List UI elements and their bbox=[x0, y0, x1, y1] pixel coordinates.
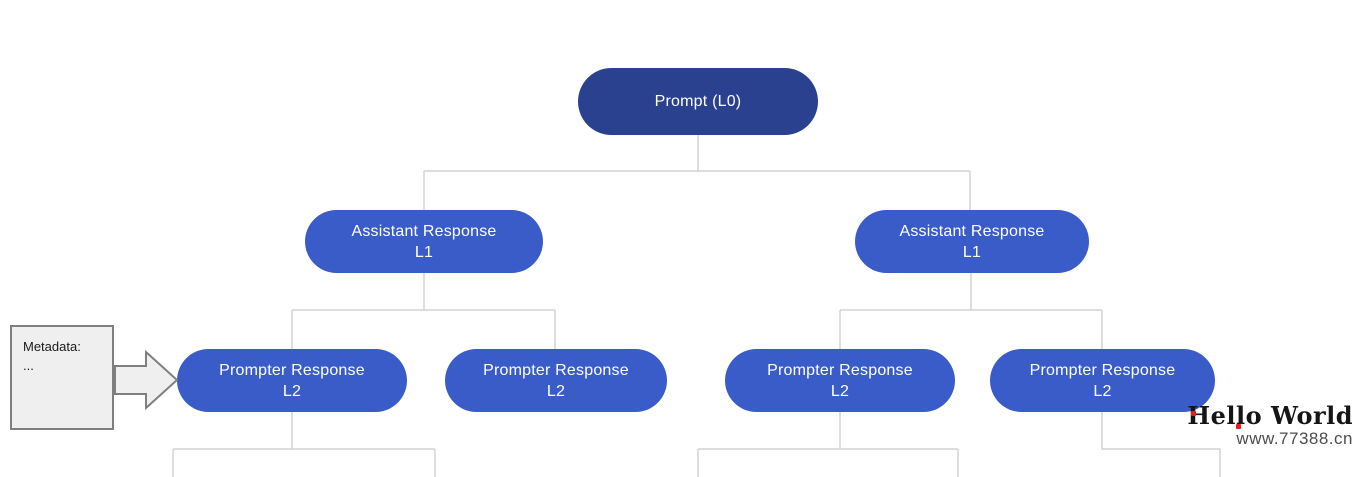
node-title: Prompter Response bbox=[219, 361, 365, 379]
connector-l2-1-to-l3 bbox=[172, 412, 436, 477]
metadata-label: Metadata: bbox=[23, 339, 81, 354]
connector-l2-4-to-l3 bbox=[1101, 412, 1221, 477]
node-level: L2 bbox=[546, 382, 566, 400]
node-assistant-response-l1-right: Assistant Response L1 bbox=[855, 210, 1089, 273]
metadata-callout-box: Metadata: ... bbox=[10, 325, 114, 430]
node-title: Assistant Response bbox=[899, 222, 1045, 240]
node-title: Prompter Response bbox=[483, 361, 629, 379]
watermark: Hello World www.77388.cn bbox=[1178, 403, 1353, 449]
node-prompter-response-l2-2: Prompter Response L2 bbox=[445, 349, 667, 412]
node-prompter-response-l2-1: Prompter Response L2 bbox=[177, 349, 407, 412]
connector-root-to-l1 bbox=[423, 135, 971, 210]
node-prompter-response-l2-3: Prompter Response L2 bbox=[725, 349, 955, 412]
metadata-arrow-icon bbox=[114, 349, 179, 411]
node-prompter-response-l2-4: Prompter Response L2 bbox=[990, 349, 1215, 412]
node-assistant-response-l1-left: Assistant Response L1 bbox=[305, 210, 543, 273]
node-title: Assistant Response bbox=[351, 222, 497, 240]
node-title: Prompter Response bbox=[767, 361, 913, 379]
connector-l1-right-to-l2 bbox=[839, 273, 1103, 350]
connector-l2-3-to-l3 bbox=[697, 412, 959, 477]
node-level: L2 bbox=[282, 382, 302, 400]
node-title: Prompter Response bbox=[1029, 361, 1176, 379]
metadata-ellipsis: ... bbox=[23, 358, 34, 373]
node-level: L1 bbox=[962, 243, 982, 261]
watermark-red-dot-icon bbox=[1236, 424, 1241, 429]
arrow-right-icon bbox=[114, 349, 179, 411]
watermark-red-dot-icon bbox=[1191, 411, 1196, 416]
watermark-title: Hello World bbox=[1187, 401, 1353, 430]
node-prompt-l0-label: Prompt (L0) bbox=[654, 93, 742, 110]
node-level: L1 bbox=[414, 243, 434, 261]
node-prompt-l0: Prompt (L0) bbox=[578, 68, 818, 135]
connector-l1-left-to-l2 bbox=[291, 273, 556, 350]
node-level: L2 bbox=[1093, 382, 1112, 400]
watermark-url: www.77388.cn bbox=[1236, 429, 1353, 448]
node-level: L2 bbox=[830, 382, 850, 400]
